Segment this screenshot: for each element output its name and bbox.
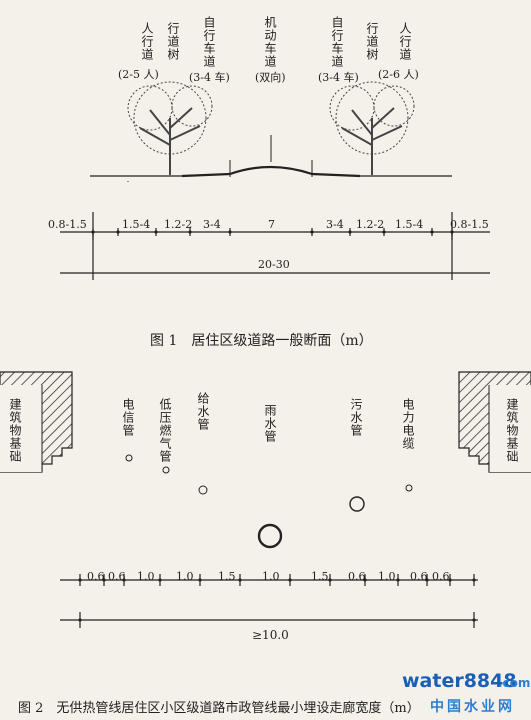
dimension-tick-dot	[363, 578, 367, 582]
dimension-tick-dot	[450, 230, 454, 234]
pipe-water-supply	[198, 485, 208, 495]
lane-note-motor: (双向)	[255, 71, 286, 84]
dimension-tick-dot	[188, 230, 192, 234]
pipe-telecom	[125, 454, 133, 462]
dimension-tick-dot	[472, 618, 476, 622]
dimension-tick-dot	[102, 578, 106, 582]
pipe-label-power: 电力电缆	[401, 398, 415, 450]
dimension-tick-dot	[91, 230, 95, 234]
pipe-width-label: 1.5	[218, 570, 236, 583]
dimension-tick-dot	[116, 230, 120, 234]
building-label-left: 建筑物基础	[8, 398, 22, 463]
dimension-tick-dot	[448, 578, 452, 582]
figure2-caption: 图 2 无供热管线居住区小区级道路市政管线最小埋设走廊宽度（m）	[18, 701, 420, 716]
pipe-circles	[125, 454, 413, 549]
dimension-tick-dot	[78, 578, 82, 582]
width-label: 1.5-4	[395, 218, 424, 231]
figure1-ticks	[91, 228, 454, 236]
dimension-tick-dot	[382, 230, 386, 234]
lane-label-sidewalk-left: 人行道	[140, 22, 154, 61]
lane-label-tree-right: 行道树	[365, 22, 379, 61]
pipe-label-storm: 雨水管	[263, 404, 277, 443]
lane-note-bike-left: (3-4 车)	[189, 71, 230, 84]
pipe-storm	[257, 523, 283, 549]
lane-label-sidewalk-right: 人行道	[398, 22, 412, 61]
dimension-line-pipes	[60, 579, 478, 621]
pipe-width-label: 0.6	[87, 570, 105, 583]
total-width-label: 20-30	[258, 258, 290, 271]
pipe-label-telecom: 电信管	[121, 398, 135, 437]
watermark-cn: 中国水业网	[430, 699, 515, 715]
dimension-tick-dot	[288, 578, 292, 582]
pipe-width-label: 0.6	[432, 570, 450, 583]
pipe-sewage	[349, 496, 365, 512]
building-left	[0, 371, 73, 473]
pipe-width-label: 1.0	[137, 570, 155, 583]
tree-left	[127, 81, 213, 175]
building-label-right: 建筑物基础	[505, 398, 519, 463]
pipe-width-label: 0.6	[348, 570, 366, 583]
width-label: 1.5-4	[122, 218, 151, 231]
pipe-width-label: 1.0	[262, 570, 280, 583]
pipe-width-label: 0.6	[410, 570, 428, 583]
pipe-label-gas: 低压燃气管	[158, 398, 172, 463]
width-label: 0.8-1.5	[48, 218, 87, 231]
dimension-tick-dot	[158, 578, 162, 582]
lane-label-bike-right: 自行车道	[330, 16, 344, 68]
lane-note-bike-right: (3-4 车)	[318, 71, 359, 84]
dimension-tick-dot	[430, 230, 434, 234]
dimension-tick-dot	[310, 230, 314, 234]
dimension-tick-dot	[238, 578, 242, 582]
dimension-tick-dot	[348, 230, 352, 234]
pipe-width-label: 1.0	[176, 570, 194, 583]
pipe-gas	[162, 466, 170, 474]
width-label: 0.8-1.5	[450, 218, 489, 231]
pipe-label-sewage: 污水管	[349, 398, 363, 437]
watermark-brand: water8848	[402, 670, 517, 692]
width-label: 3-4	[203, 218, 221, 231]
dimension-tick-dot	[472, 578, 476, 582]
watermark: water8848 .com 中国水业网	[402, 668, 530, 718]
pipe-total-width-label: ≥10.0	[252, 628, 289, 642]
dimension-tick-dot	[154, 230, 158, 234]
lane-note-sidewalk-right: (2-6 人)	[378, 68, 419, 81]
road-profile	[90, 135, 452, 182]
figure2-ticks	[78, 574, 476, 628]
lane-label-bike-left: 自行车道	[202, 16, 216, 68]
figure1-caption: 图 1 居住区级道路一般断面（m）	[150, 333, 373, 349]
dimension-tick-dot	[78, 618, 82, 622]
dimension-tick-dot	[198, 578, 202, 582]
pipe-width-label: 1.0	[378, 570, 396, 583]
pipe-power	[405, 484, 413, 492]
building-right	[458, 371, 531, 473]
pipe-width-label: 0.6	[108, 570, 126, 583]
lane-note-sidewalk-left: (2-5 人)	[118, 68, 159, 81]
tree-right	[329, 81, 415, 175]
width-label: 1.2-2	[356, 218, 385, 231]
dimension-tick-dot	[328, 578, 332, 582]
lane-label-tree-left: 行道树	[166, 22, 180, 61]
lane-label-motor: 机动车道	[263, 16, 277, 68]
dimension-tick-dot	[228, 230, 232, 234]
width-label: 1.2-2	[164, 218, 193, 231]
watermark-domain: .com	[498, 676, 531, 690]
width-label: 3-4	[326, 218, 344, 231]
pipe-width-label: 1.5	[311, 570, 329, 583]
width-label: 7	[268, 218, 275, 231]
dimension-tick-dot	[396, 578, 400, 582]
dimension-tick-dot	[425, 578, 429, 582]
pipe-label-water-supply: 给水管	[196, 392, 210, 431]
dimension-tick-dot	[122, 578, 126, 582]
